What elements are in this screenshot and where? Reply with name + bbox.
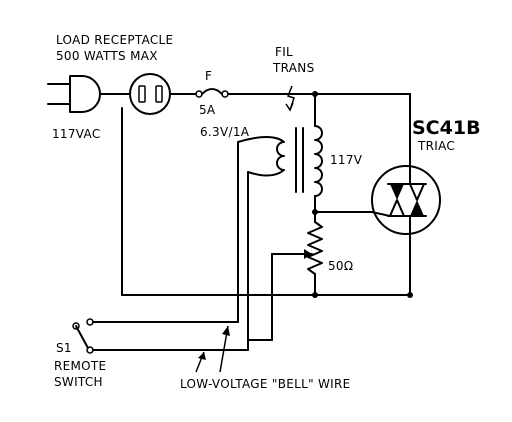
- ac-source-label: 117VAC: [52, 127, 101, 141]
- primary-rating: 117V: [330, 153, 363, 167]
- filament-transformer-symbol: [237, 93, 323, 213]
- fuse-rating: 5A: [199, 103, 216, 117]
- bell-wire-label: LOW-VOLTAGE "BELL" WIRE: [180, 377, 351, 391]
- switch-label-line2: SWITCH: [54, 375, 103, 389]
- potentiometer-value: 50Ω: [328, 259, 353, 273]
- top-wire: [169, 88, 411, 98]
- switch-ref: S1: [56, 341, 72, 355]
- remote-switch-symbol: [72, 318, 94, 354]
- potentiometer-symbol: [271, 211, 323, 341]
- fuse-label: F: [205, 69, 212, 83]
- triac-symbol: [371, 159, 441, 241]
- transformer-label-line2: TRANS: [272, 61, 314, 75]
- load-receptacle-label: LOAD RECEPTACLE: [56, 33, 173, 47]
- junction-dot-bottom: [312, 292, 318, 298]
- ac-plug-symbol: [47, 75, 131, 113]
- triac-part-number: SC41B: [412, 117, 481, 139]
- load-receptacle-symbol: [129, 73, 171, 115]
- secondary-rating: 6.3V/1A: [200, 125, 250, 139]
- bell-wire-label-arrows: [195, 325, 230, 373]
- junction-dot-right: [407, 292, 413, 298]
- bell-wires: [92, 147, 273, 351]
- transformer-label-line1: FIL: [275, 45, 293, 59]
- transformer-label-arrowhead: [285, 102, 294, 112]
- switch-label-line1: REMOTE: [54, 359, 106, 373]
- triac-type: TRIAC: [417, 139, 455, 153]
- load-receptacle-rating: 500 WATTS MAX: [56, 49, 158, 63]
- return-wire: [121, 107, 411, 296]
